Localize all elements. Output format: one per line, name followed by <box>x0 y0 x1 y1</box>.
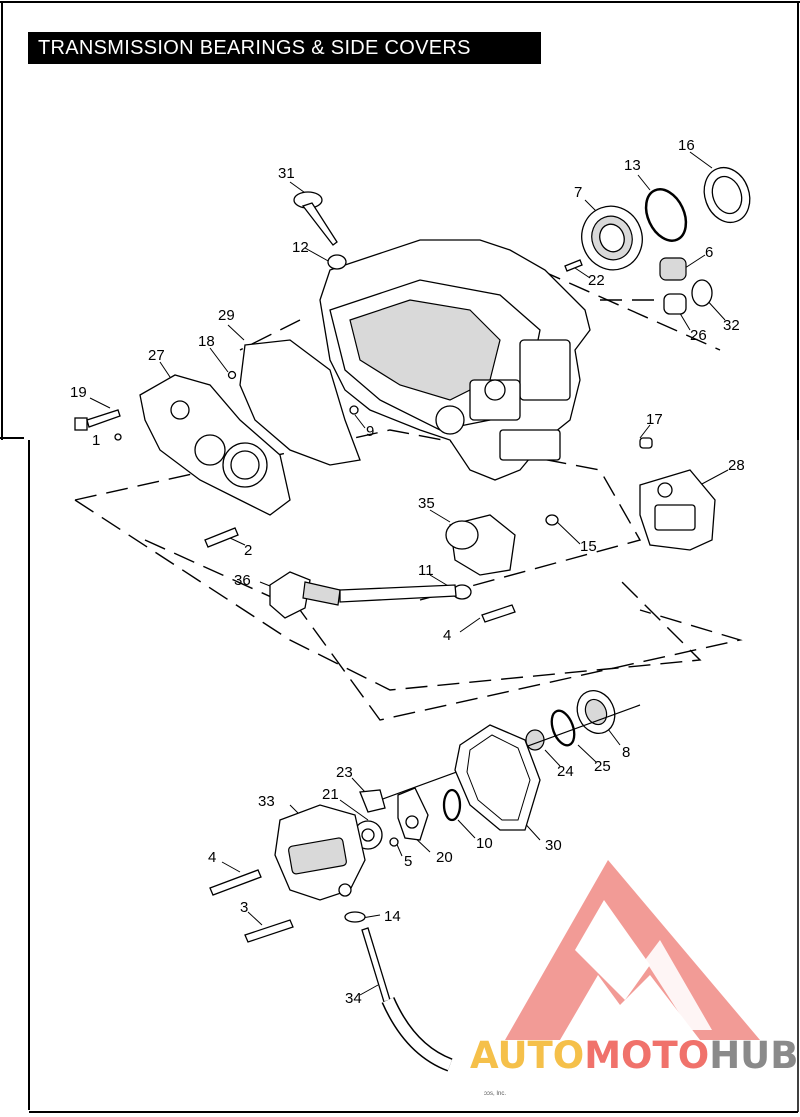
callout-28: 28 <box>728 457 745 474</box>
callout-2: 2 <box>244 542 252 559</box>
bolt-2 <box>204 527 239 548</box>
watermark-auto: AUTO <box>470 1034 584 1077</box>
callout-23: 23 <box>336 764 353 781</box>
dipstick-36 <box>269 571 457 619</box>
callout-11: 11 <box>418 562 434 579</box>
callout-19: 19 <box>70 384 87 401</box>
callout-9: 9 <box>366 423 374 440</box>
callout-14: 14 <box>384 908 401 925</box>
bolt-19 <box>74 409 121 431</box>
callout-7: 7 <box>574 184 582 201</box>
callout-27: 27 <box>148 347 165 364</box>
footer-credit: ɔɔs, Inc. <box>484 1091 506 1097</box>
bolt-4-upper <box>481 604 516 623</box>
callout-36: 36 <box>234 572 251 589</box>
gasket-29 <box>239 339 361 466</box>
callout-29: 29 <box>218 307 235 324</box>
seal-32 <box>691 279 713 307</box>
cover-33 <box>274 804 366 901</box>
callout-8: 8 <box>622 744 630 761</box>
callout-20: 20 <box>436 849 453 866</box>
callout-17: 17 <box>646 411 663 428</box>
callout-13: 13 <box>624 157 641 174</box>
watermark-moto: MOTO <box>584 1034 709 1077</box>
o-ring-12 <box>327 254 347 270</box>
callout-numbers: 31 12 7 13 16 6 22 26 32 29 18 27 19 1 9… <box>70 137 745 1007</box>
callout-4-lower: 4 <box>208 849 216 866</box>
callout-30: 30 <box>545 837 562 854</box>
callout-5: 5 <box>404 853 412 870</box>
callout-33: 33 <box>258 793 275 810</box>
callout-4-upper: 4 <box>443 627 451 644</box>
side-cover-27 <box>139 374 291 516</box>
stud-22 <box>564 259 583 272</box>
callout-26: 26 <box>690 327 707 344</box>
callout-24: 24 <box>557 763 574 780</box>
callout-21: 21 <box>322 786 339 803</box>
dowel-1 <box>114 433 122 441</box>
callout-12: 12 <box>292 239 309 256</box>
callout-35: 35 <box>418 495 435 512</box>
page-title: TRANSMISSION BEARINGS & SIDE COVERS <box>28 32 541 64</box>
callout-18: 18 <box>198 333 215 350</box>
callout-6: 6 <box>705 244 713 261</box>
bearing-26 <box>663 293 687 315</box>
bolt-4-lower <box>209 869 262 896</box>
callout-16: 16 <box>678 137 695 154</box>
seal-16 <box>703 166 751 224</box>
callout-25: 25 <box>594 758 611 775</box>
callout-15: 15 <box>580 538 597 555</box>
bearing-7 <box>581 205 643 271</box>
callout-31: 31 <box>278 165 295 182</box>
dowel-9 <box>349 405 359 415</box>
retaining-ring-13 <box>644 188 688 242</box>
callout-34: 34 <box>345 990 362 1007</box>
bolt-3 <box>244 919 294 943</box>
o-ring-14 <box>344 911 366 923</box>
ball-5 <box>389 837 399 847</box>
callout-1: 1 <box>92 432 100 449</box>
transmission-case <box>319 239 591 481</box>
dowel-17 <box>639 437 653 449</box>
callout-3: 3 <box>240 899 248 916</box>
bearing-8 <box>576 690 616 734</box>
bracket-35 <box>445 514 516 576</box>
o-ring-15 <box>545 514 559 526</box>
bearing-24 <box>525 729 545 751</box>
callout-10: 10 <box>476 835 493 852</box>
automotohub-logo <box>505 860 760 1040</box>
pawl-23 <box>359 789 386 813</box>
watermark-text: AUTOMOTOHUB <box>470 1034 798 1077</box>
cable-34 <box>361 927 453 1072</box>
shift-arm-20 <box>397 787 429 841</box>
retaining-ring-25 <box>550 709 576 747</box>
retaining-ring-10 <box>442 788 462 822</box>
gasket-28 <box>639 469 716 551</box>
screw-31 <box>293 191 338 246</box>
callout-32: 32 <box>723 317 740 334</box>
needle-bearing-6 <box>659 257 687 281</box>
watermark-hub: HUB <box>709 1034 798 1077</box>
dowel-18 <box>227 370 237 380</box>
gasket-30 <box>454 724 541 831</box>
callout-22: 22 <box>588 272 605 289</box>
